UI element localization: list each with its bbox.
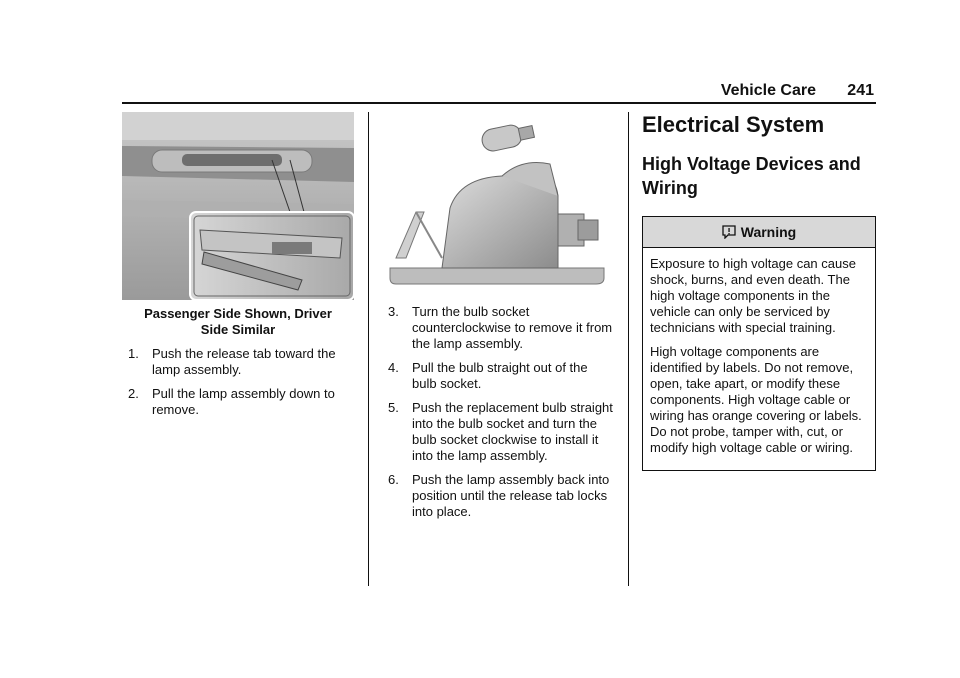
subsection-heading: High Voltage Devices and Wiring (642, 154, 861, 198)
list-item: 3.Turn the bulb socket counterclockwise … (388, 304, 613, 351)
warning-title: Warning (740, 224, 797, 240)
list-item: 6.Push the lamp assembly back into posit… (388, 472, 610, 519)
warning-body: Exposure to high voltage can cause shock… (643, 248, 875, 470)
section-title: Vehicle Care (720, 82, 816, 99)
warning-speech-bubble-icon (722, 225, 736, 239)
steps-list: 3.Turn the bulb socket counterclockwise … (382, 304, 614, 520)
column-left: Passenger Side Shown, Driver Side Simila… (122, 112, 354, 426)
warning-box: Warning Exposure to high voltage can cau… (642, 216, 876, 471)
list-item: 1.Push the release tab toward the lamp a… (128, 346, 336, 377)
steps-list: 1.Push the release tab toward the lamp a… (122, 346, 354, 418)
warning-paragraph: Exposure to high voltage can cause shock… (650, 256, 856, 335)
column-right: Electrical System High Voltage Devices a… (642, 112, 876, 471)
bulb-socket-illustration (389, 124, 605, 285)
figure-caption: Passenger Side Shown, Driver Side Simila… (144, 306, 332, 337)
list-item: 5.Push the replacement bulb straight int… (388, 400, 613, 463)
section-heading: Electrical System (642, 112, 825, 137)
lamp-removal-illustration (122, 112, 354, 300)
page-header: Vehicle Care 241 (122, 80, 876, 104)
column-middle: 3.Turn the bulb socket counterclockwise … (382, 112, 614, 528)
warning-paragraph: High voltage components are identified b… (650, 344, 862, 455)
list-item: 4.Pull the bulb straight out of the bulb… (388, 360, 588, 391)
column-divider (368, 112, 369, 586)
warning-header: Warning (643, 217, 875, 248)
page-number: 241 (847, 82, 874, 99)
column-divider (628, 112, 629, 586)
list-item: 2.Pull the lamp assembly down to remove. (128, 386, 335, 417)
